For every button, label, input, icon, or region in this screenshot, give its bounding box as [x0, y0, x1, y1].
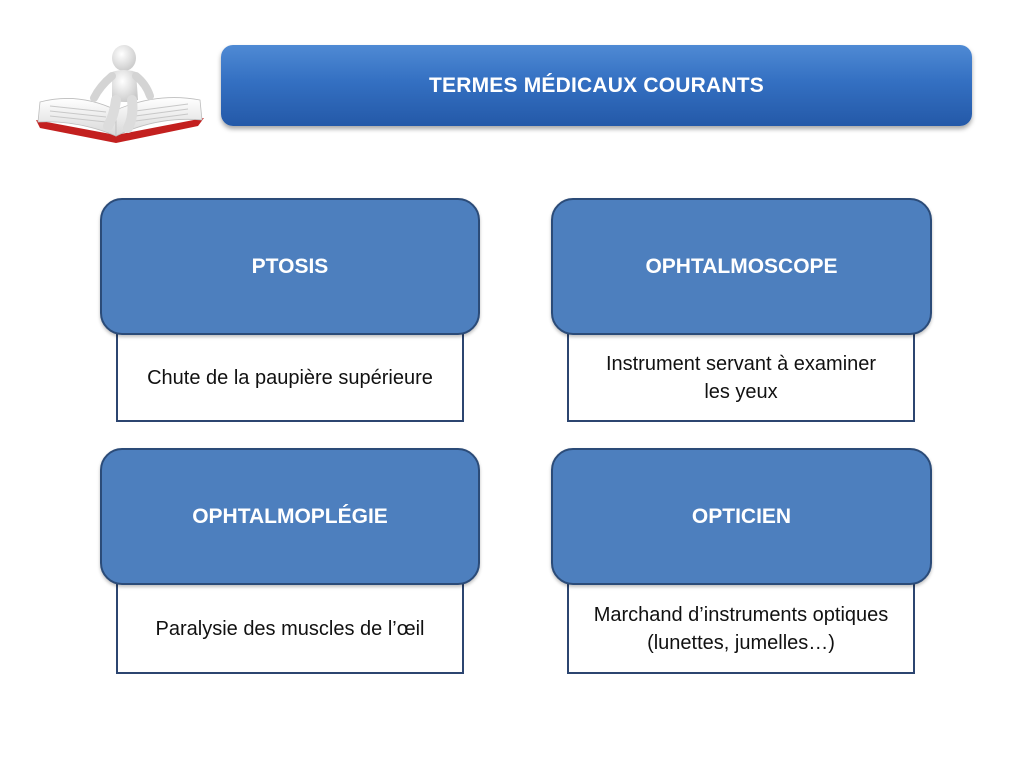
definition-text: Instrument servant à examiner les yeux [605, 353, 877, 403]
term-box: OPTICIEN [551, 448, 932, 585]
definition-text: Paralysie des muscles de l’œil [155, 618, 425, 640]
reading-figure-book-icon [36, 45, 204, 143]
term-box: PTOSIS [100, 198, 480, 335]
term-label: OPTICIEN [691, 504, 792, 528]
term-label: PTOSIS [251, 254, 329, 278]
definition-text: Chute de la paupière supérieure [147, 367, 433, 389]
term-label: OPHTALMOSCOPE [645, 254, 838, 278]
term-label: OPHTALMOPLÉGIE [192, 504, 388, 528]
title-banner: TERMES MÉDICAUX COURANTS [221, 45, 972, 126]
page-title: TERMES MÉDICAUX COURANTS [429, 73, 764, 97]
book-figure-logo [28, 40, 214, 152]
term-box: OPHTALMOPLÉGIE [100, 448, 480, 585]
definition-text: Marchand d’instruments optiques (lunette… [593, 604, 889, 654]
term-box: OPHTALMOSCOPE [551, 198, 932, 335]
